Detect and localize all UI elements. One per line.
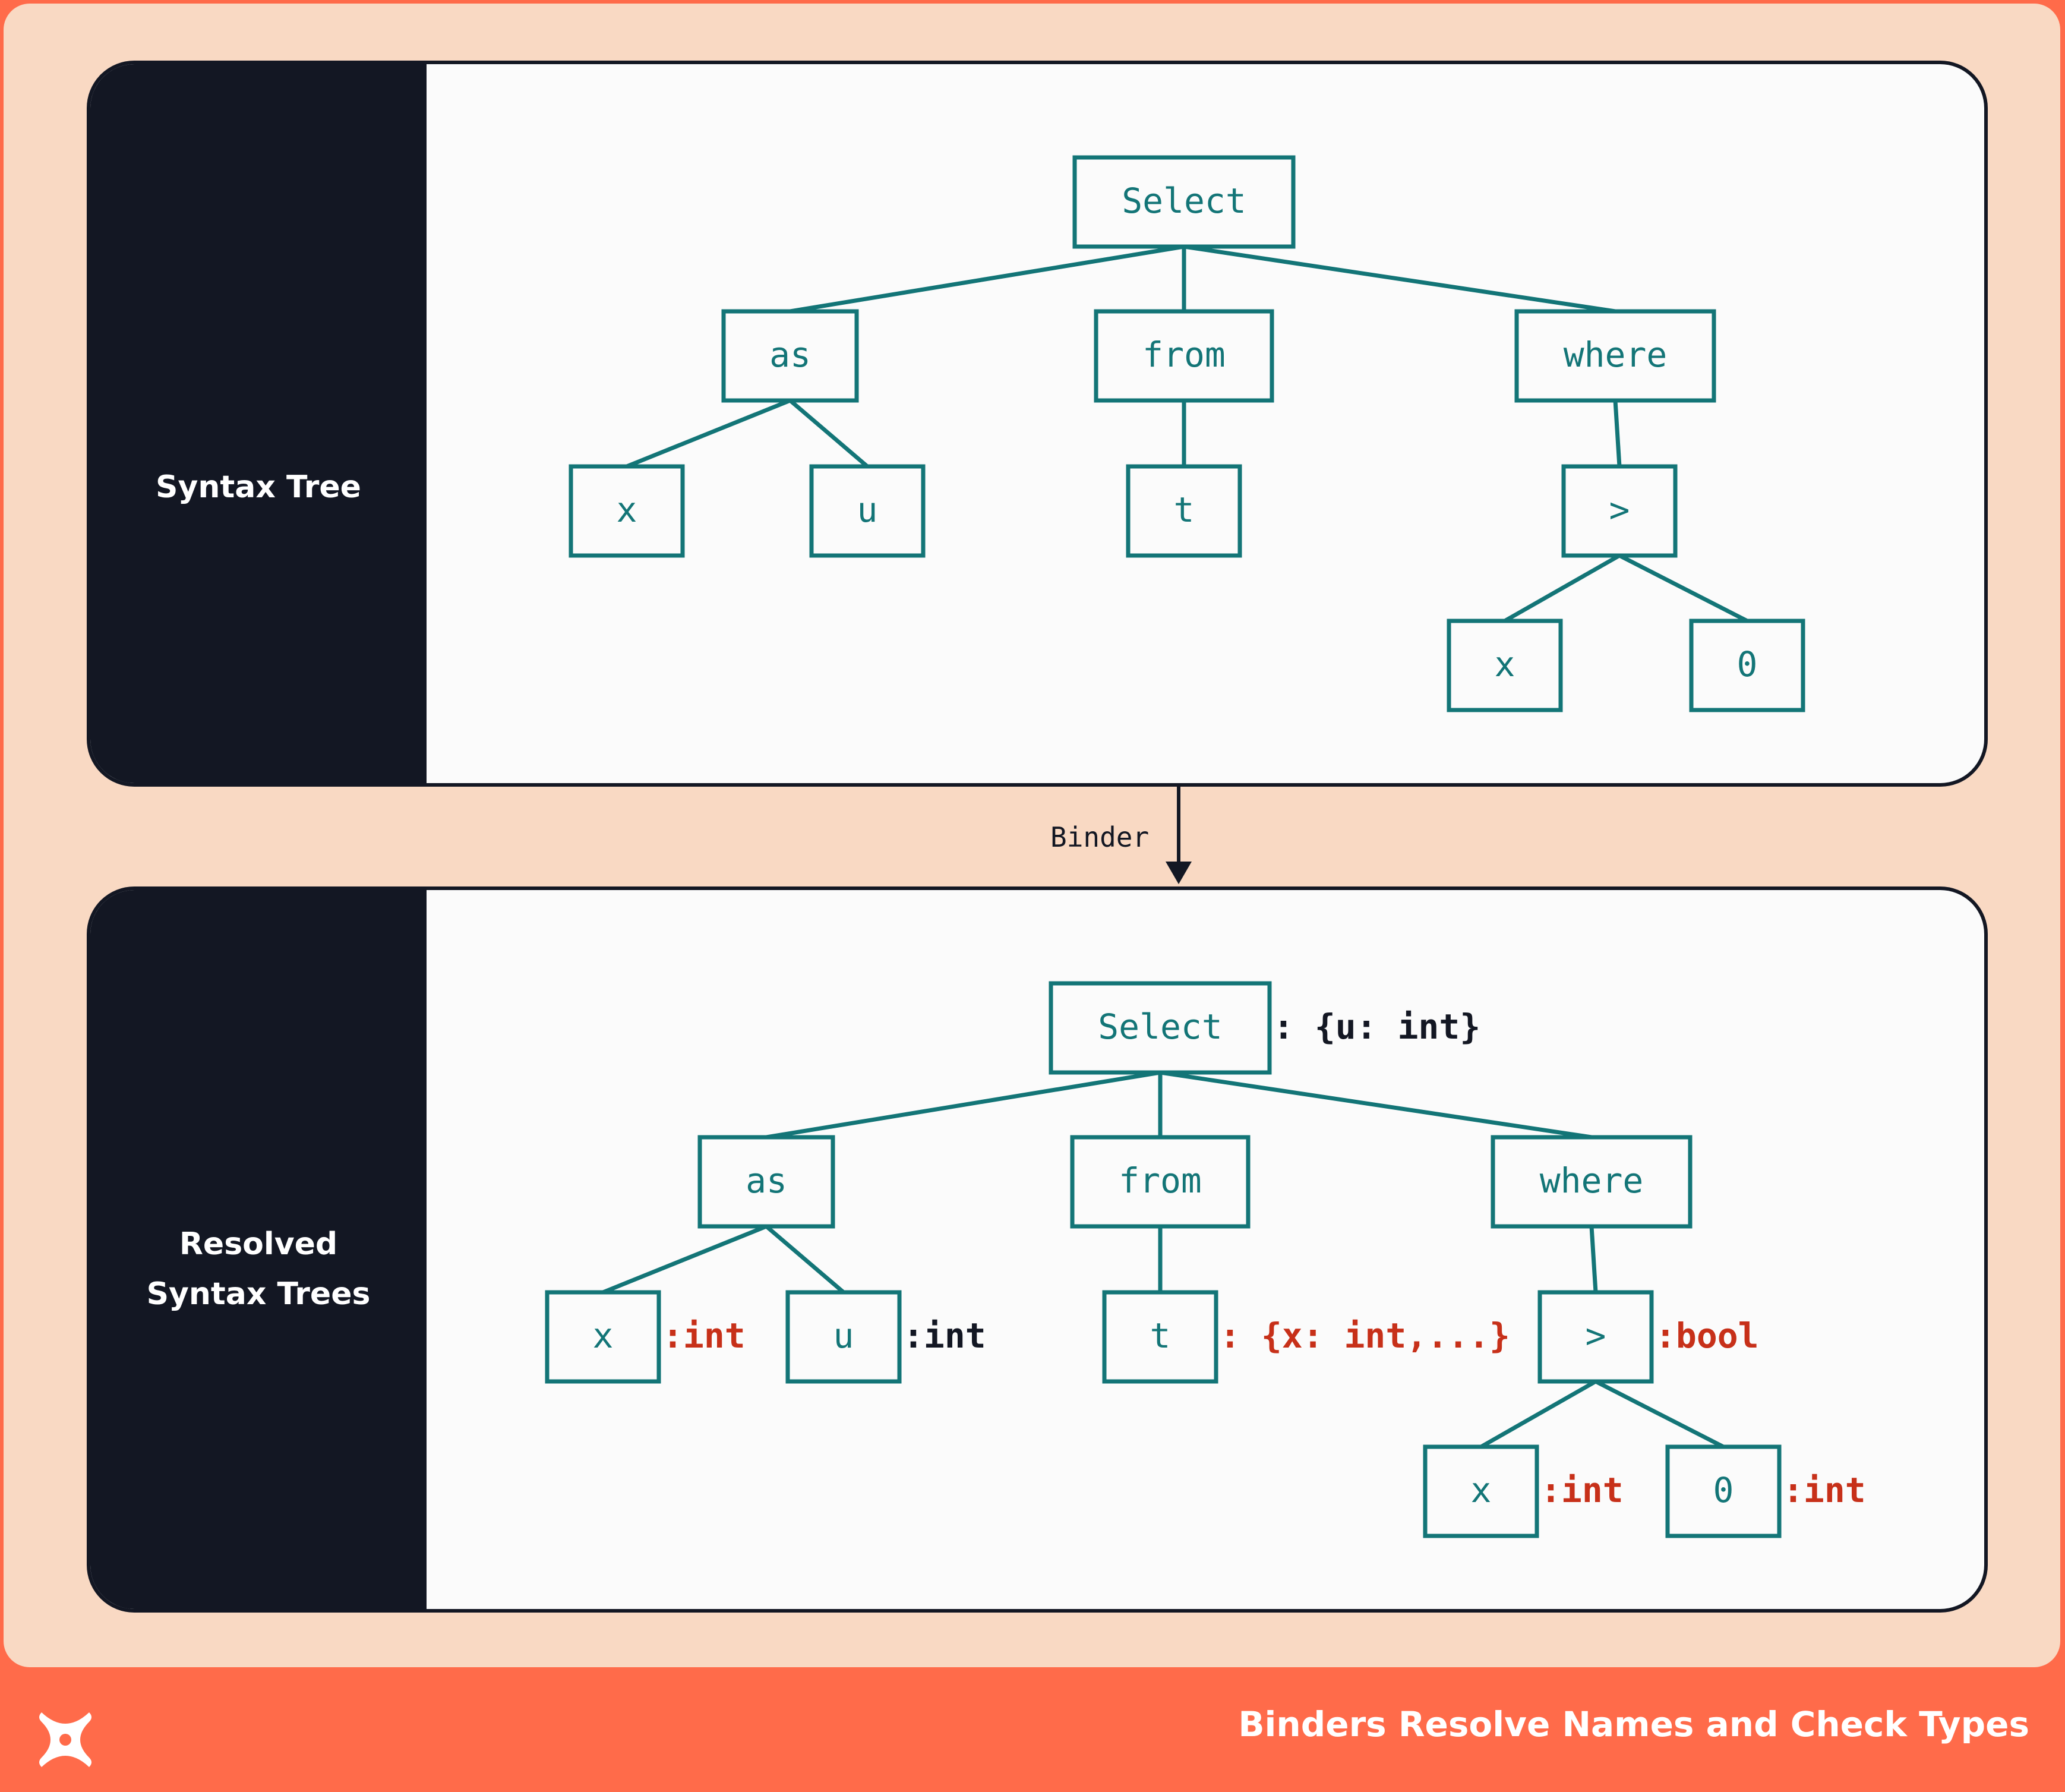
type-annotation-u: :int (903, 1315, 986, 1356)
node-zero: 0 (1689, 619, 1805, 712)
tree-edge-as-u (788, 399, 869, 468)
node-label-gt: > (1586, 1315, 1606, 1356)
type-annotation-gt: :bool (1655, 1315, 1759, 1356)
panel-label-syntax-tree: Syntax Tree (156, 469, 361, 505)
tree-edge-gt-zero (1594, 1379, 1725, 1449)
node-box (1514, 309, 1716, 403)
panel-sidebar: Resolved Syntax Trees (90, 890, 427, 1609)
node-box (1049, 981, 1272, 1075)
node-label-u: u (833, 1315, 854, 1356)
tree-edge-select-as (790, 244, 1185, 314)
node-box (1689, 619, 1805, 712)
node-select: Select (1049, 981, 1272, 1075)
syntax-tree-panel: Syntax Tree Select as from where x u t > x 0 (87, 61, 1988, 787)
x-logo-icon (39, 1712, 91, 1767)
syntax-tree-diagram: Select as from where x u t > x 0 (569, 155, 1805, 712)
node-u: u (785, 1290, 902, 1384)
node-box (1537, 1290, 1654, 1384)
node-x: x (545, 1290, 661, 1384)
node-label-u: u (857, 490, 878, 530)
diagram-frame: Syntax Tree Select as from where x u t > x 0 Bind… (4, 4, 2060, 1667)
tree-edge-as-u (765, 1225, 845, 1294)
tree-edge-where-gt (1613, 400, 1622, 467)
node-label-where: where (1564, 335, 1668, 375)
node-t: t (1102, 1290, 1218, 1384)
node-box (1094, 309, 1274, 403)
node-gt: > (1561, 464, 1678, 558)
tree-edge-gt-zero (1618, 553, 1748, 623)
tree-edge-gt-x2 (1504, 553, 1621, 623)
node-label-zero: 0 (1737, 644, 1758, 684)
node-label-gt: > (1609, 490, 1630, 530)
node-box (1491, 1135, 1693, 1229)
tree-edge-as-x (626, 398, 791, 469)
node-box (1665, 1444, 1782, 1538)
node-box (809, 464, 926, 558)
node-box (785, 1290, 902, 1384)
node-x2: x (1447, 619, 1563, 712)
node-label-x: x (617, 490, 637, 530)
node-u: u (809, 464, 926, 558)
node-box (1423, 1444, 1539, 1538)
node-label-from: from (1142, 335, 1226, 375)
node-label-t: t (1150, 1315, 1171, 1356)
node-where: where (1514, 309, 1716, 403)
node-select: Select (1072, 155, 1296, 249)
node-label-from: from (1119, 1160, 1202, 1201)
node-box (1072, 155, 1296, 249)
tree-edge-as-x (602, 1224, 768, 1295)
type-annotation-x: :int (662, 1315, 746, 1356)
node-box (1102, 1290, 1218, 1384)
node-box (569, 464, 685, 558)
tree-edge-select-as (766, 1070, 1161, 1140)
resolved-syntax-tree-diagram: Select : {u: int} as from where x :int u :int t : … (545, 981, 1866, 1538)
node-x: x (569, 464, 685, 558)
node-as: as (721, 309, 859, 403)
node-label-zero: 0 (1713, 1470, 1734, 1510)
type-annotation-x2: :int (1540, 1470, 1624, 1510)
node-t: t (1126, 464, 1242, 558)
type-annotation-zero: :int (1783, 1470, 1866, 1510)
node-box (697, 1135, 835, 1229)
node-x2: x (1423, 1444, 1539, 1538)
panel-label-resolved: Resolved (179, 1226, 338, 1262)
panel-label-syntax-trees: Syntax Trees (146, 1276, 371, 1312)
node-box (1126, 464, 1242, 558)
node-as: as (697, 1135, 835, 1229)
node-box (1561, 464, 1678, 558)
node-label-x2: x (1471, 1470, 1492, 1510)
node-label-select: Select (1122, 181, 1246, 221)
tree-edge-select-where (1183, 244, 1616, 314)
footer-bar: Binders Resolve Names and Check Types (0, 1668, 2065, 1792)
node-box (545, 1290, 661, 1384)
footer-title: Binders Resolve Names and Check Types (1238, 1704, 2029, 1744)
arrow-head (1166, 862, 1192, 884)
node-from: from (1094, 309, 1274, 403)
node-from: from (1070, 1135, 1251, 1229)
tree-edge-select-where (1160, 1070, 1592, 1140)
node-label-x: x (593, 1315, 614, 1356)
tree-edge-where-gt (1589, 1226, 1598, 1293)
type-annotation-select: : {u: int} (1273, 1007, 1480, 1047)
node-label-where: where (1540, 1160, 1644, 1201)
node-zero: 0 (1665, 1444, 1782, 1538)
tree-edge-gt-x2 (1480, 1379, 1597, 1449)
node-label-as: as (769, 335, 811, 375)
panel-sidebar: Syntax Tree (90, 64, 427, 783)
node-gt: > (1537, 1290, 1654, 1384)
node-where: where (1491, 1135, 1693, 1229)
node-label-x2: x (1495, 644, 1515, 684)
binder-arrow (1166, 785, 1192, 884)
node-label-select: Select (1098, 1007, 1223, 1047)
binder-label: Binder (1050, 821, 1150, 853)
node-box (1070, 1135, 1251, 1229)
type-annotation-t: : {x: int,...} (1220, 1315, 1510, 1356)
node-label-t: t (1174, 490, 1195, 530)
resolved-syntax-trees-panel: Resolved Syntax Trees Select : {u: int} as… (87, 886, 1988, 1613)
node-box (1447, 619, 1563, 712)
node-box (721, 309, 859, 403)
node-label-as: as (746, 1160, 787, 1201)
